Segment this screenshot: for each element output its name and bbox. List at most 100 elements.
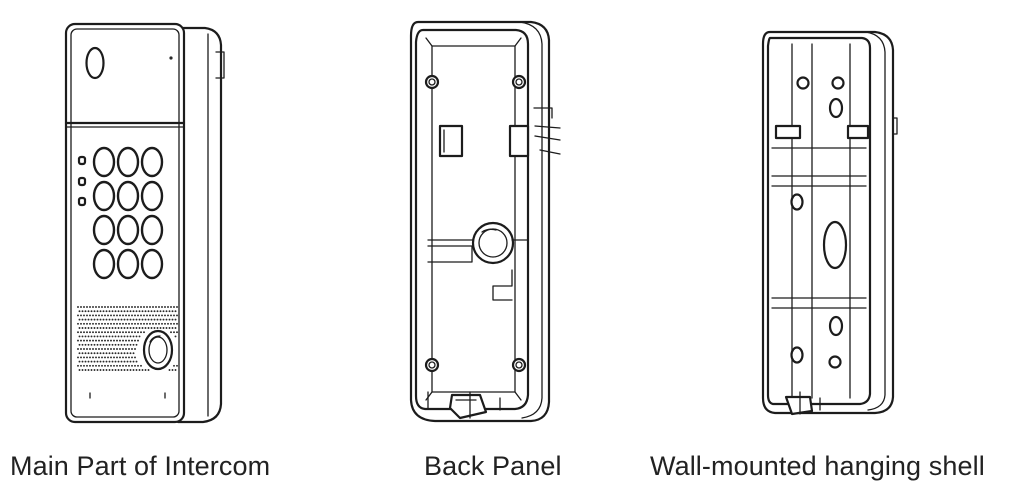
label-back-panel: Back Panel <box>424 451 562 481</box>
grille-hole <box>146 322 148 325</box>
grille-hole <box>122 322 124 325</box>
grille-hole <box>128 348 130 350</box>
grille-hole <box>132 310 135 313</box>
grille-hole <box>110 314 112 317</box>
grille-hole <box>89 364 91 367</box>
grille-hole <box>137 306 139 308</box>
grille-hole <box>159 310 162 313</box>
grille-hole <box>117 327 120 329</box>
grille-hole <box>92 364 94 367</box>
grille-hole <box>107 314 109 317</box>
grille-hole <box>98 339 100 342</box>
grille-hole <box>138 335 141 338</box>
grille-hole <box>132 369 135 371</box>
grille-hole <box>84 327 87 329</box>
grille-hole <box>110 364 112 367</box>
grille-hole <box>86 348 88 350</box>
grille-hole <box>107 306 109 308</box>
grille-hole <box>140 306 142 308</box>
grille-hole <box>83 339 85 342</box>
grille-hole <box>137 339 139 342</box>
grille-hole <box>93 310 96 313</box>
grille-hole <box>101 364 103 367</box>
grille-hole <box>155 322 157 325</box>
grille-hole <box>89 356 91 359</box>
grille-hole <box>84 318 87 321</box>
grille-hole <box>113 314 115 317</box>
grille-hole <box>128 322 130 325</box>
grille-hole <box>92 331 94 334</box>
grille-hole <box>168 369 171 371</box>
grille-hole <box>98 331 100 334</box>
grille-hole <box>87 360 90 363</box>
grille-hole <box>126 343 129 346</box>
grille-hole <box>111 318 114 321</box>
grille-hole <box>123 343 126 346</box>
grille-hole <box>80 331 82 334</box>
grille-hole <box>156 310 159 313</box>
grille-hole <box>95 331 97 334</box>
grille-hole <box>90 335 93 338</box>
grille-hole <box>114 343 117 346</box>
grille-hole <box>116 356 118 359</box>
grille-hole <box>98 356 100 359</box>
grille-hole <box>92 314 94 317</box>
grille-hole <box>122 339 124 342</box>
grille-hole <box>87 352 90 355</box>
grille-hole <box>102 343 105 346</box>
grille-hole <box>129 310 132 313</box>
grille-hole <box>101 356 103 359</box>
grille-hole <box>125 339 127 342</box>
grille-hole <box>125 322 127 325</box>
grille-hole <box>86 364 88 367</box>
grille-hole <box>131 322 133 325</box>
grille-hole <box>144 318 147 321</box>
grille-hole <box>171 327 174 329</box>
grille-hole <box>110 339 112 342</box>
grille-hole <box>149 306 151 308</box>
grille-hole <box>80 356 82 359</box>
grille-hole <box>117 369 120 371</box>
grille-hole <box>116 339 118 342</box>
grille-hole <box>90 318 93 321</box>
grille-hole <box>146 306 148 308</box>
grille-hole <box>119 322 121 325</box>
grille-hole <box>155 306 157 308</box>
grille-hole <box>111 369 114 371</box>
grille-hole <box>95 364 97 367</box>
grille-hole <box>134 331 136 334</box>
grille-hole <box>174 318 177 321</box>
grille-hole <box>134 364 136 367</box>
grille-hole <box>89 339 91 342</box>
grille-hole <box>132 343 135 346</box>
grille-hole <box>99 343 102 346</box>
keypad-button <box>116 248 140 280</box>
grille-hole <box>119 306 121 308</box>
grille-hole <box>138 327 141 329</box>
grille-hole <box>84 310 87 313</box>
grille-hole <box>95 356 97 359</box>
grille-hole <box>87 310 90 313</box>
grille-hole <box>96 343 99 346</box>
grille-hole <box>95 314 97 317</box>
grille-hole <box>132 335 135 338</box>
grille-hole <box>93 343 96 346</box>
speaker-grille <box>77 306 178 371</box>
grille-hole <box>176 331 178 334</box>
grille-hole <box>144 369 147 371</box>
grille-hole <box>132 352 135 355</box>
grille-hole <box>101 314 103 317</box>
grille-hole <box>138 310 141 313</box>
grille-hole <box>117 310 120 313</box>
grille-hole <box>114 327 117 329</box>
grille-hole <box>113 348 115 350</box>
grille-hole <box>174 327 177 329</box>
grille-hole <box>102 360 105 363</box>
grille-hole <box>80 322 82 325</box>
grille-hole <box>155 314 157 317</box>
grille-hole <box>80 314 82 317</box>
grille-hole <box>134 306 136 308</box>
grille-hole <box>108 335 111 338</box>
grille-hole <box>164 322 166 325</box>
grille-hole <box>114 310 117 313</box>
